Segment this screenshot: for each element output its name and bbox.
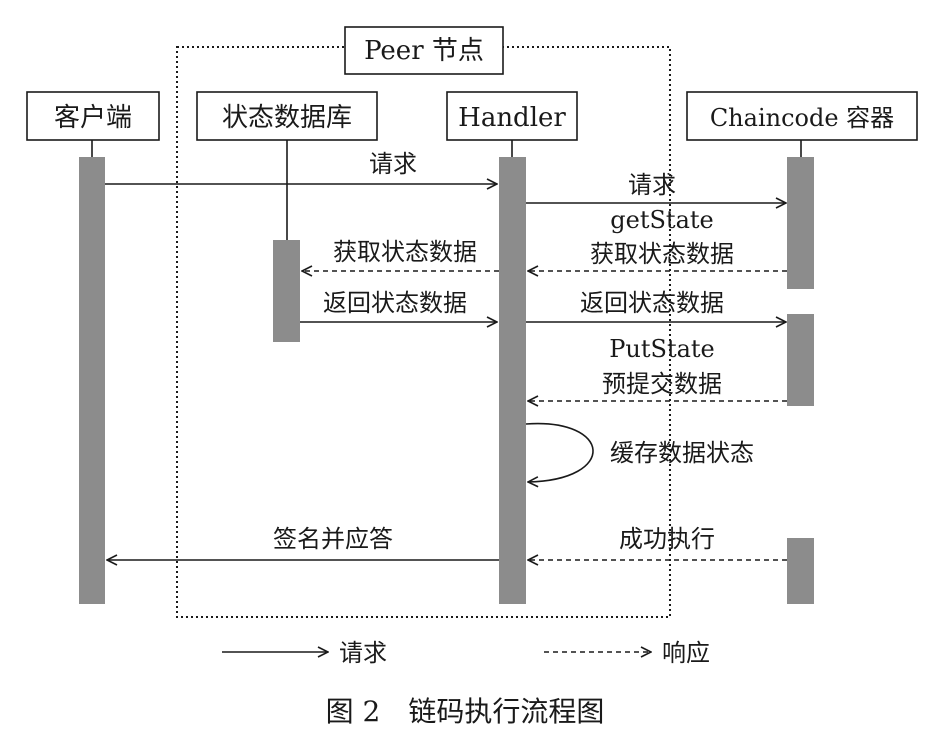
- legend-request-label: 请求: [339, 639, 387, 667]
- peer-group-title-box: [344, 26, 504, 75]
- message-label: 返回状态数据: [580, 289, 724, 317]
- message-label: 签名并应答: [273, 525, 393, 553]
- participant-chaincode: Chaincode 容器: [686, 91, 918, 141]
- message-label: 获取状态数据: [333, 238, 477, 266]
- participant-handler-label: Handler: [458, 103, 566, 133]
- message-request-client-handler: 请求: [105, 150, 497, 184]
- message-return-statedb-handler: 返回状态数据: [300, 289, 497, 322]
- message-label: 成功执行: [619, 525, 715, 553]
- participant-client: 客户端: [26, 91, 160, 141]
- message-label: 缓存数据状态: [610, 439, 754, 467]
- participant-handler: Handler: [446, 91, 578, 141]
- figure-caption: 图 2 链码执行流程图: [326, 695, 605, 728]
- message-label: PutState: [609, 335, 715, 363]
- message-sign-response-handler-client: 签名并应答: [107, 525, 499, 560]
- message-success-chaincode-handler: 成功执行: [528, 525, 787, 560]
- activation-client: [79, 157, 105, 604]
- message-get-state-handler-statedb: 获取状态数据: [302, 238, 499, 271]
- activation-handler: [499, 157, 526, 604]
- peer-group-title: Peer 节点: [364, 36, 484, 66]
- activation-chaincode-3: [787, 538, 814, 604]
- legend: 请求 响应: [222, 639, 710, 667]
- message-label-secondary: 获取状态数据: [590, 240, 734, 268]
- participant-statedb: 状态数据库: [196, 91, 378, 141]
- message-return-handler-chaincode: 返回状态数据: [526, 289, 786, 322]
- message-label: 返回状态数据: [323, 289, 467, 317]
- participant-statedb-label: 状态数据库: [222, 103, 352, 133]
- activation-chaincode-1: [787, 157, 814, 289]
- legend-response-label: 响应: [662, 639, 710, 667]
- message-label: 请求: [369, 150, 417, 178]
- activation-chaincode-2: [787, 314, 814, 406]
- message-label: 请求: [628, 171, 676, 199]
- message-request-handler-chaincode: 请求: [526, 171, 786, 203]
- message-label: getState: [610, 206, 713, 234]
- activation-statedb: [273, 240, 300, 342]
- message-putstate-chaincode-handler: PutState 预提交数据: [528, 335, 787, 401]
- message-getstate-chaincode-handler: getState 获取状态数据: [528, 206, 787, 271]
- participant-chaincode-label: Chaincode 容器: [710, 104, 894, 132]
- message-self-cache-handler: 缓存数据状态: [525, 422, 754, 482]
- participant-client-label: 客户端: [54, 103, 132, 133]
- message-label-secondary: 预提交数据: [602, 370, 722, 398]
